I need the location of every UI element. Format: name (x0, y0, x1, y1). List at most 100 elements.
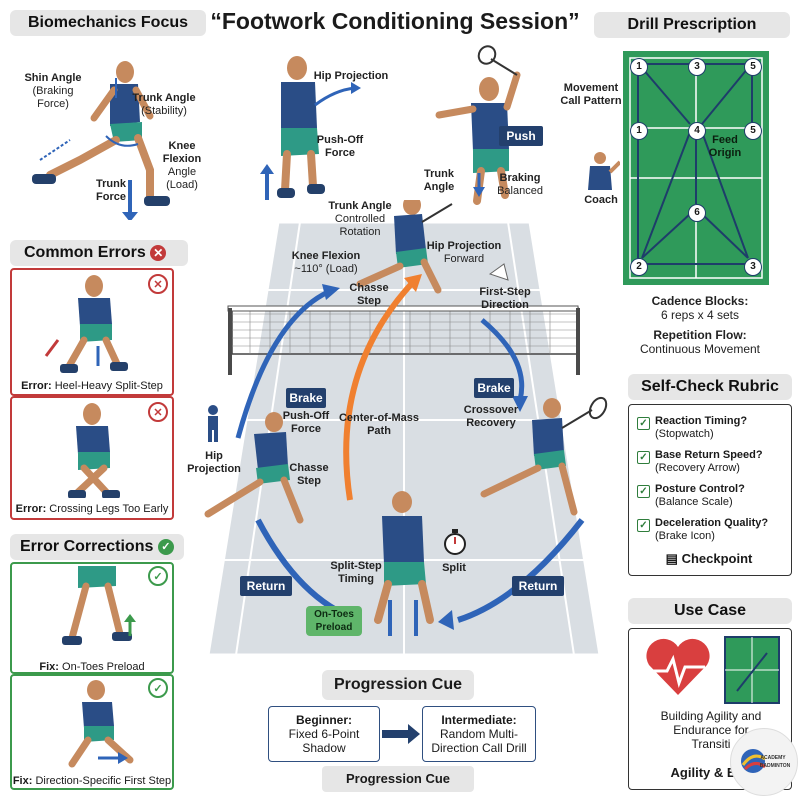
svg-text:BADMINTON: BADMINTON (760, 763, 791, 769)
rubric-q-2: Base Return Speed? (655, 449, 763, 461)
rubric-checkbox-3[interactable]: ✓ (637, 485, 650, 498)
player-shirt (110, 84, 140, 126)
drill-nodes: 1 3 5 1 4 5 6 2 3 (620, 48, 772, 288)
rubric-item-1[interactable]: ✓ Reaction Timing?(Stopwatch) (637, 415, 787, 441)
court-push-off-label: Push-Off Force (282, 410, 330, 435)
fix-2-prefix: Fix: (12, 775, 33, 787)
trunk-angle-label: Trunk Angle (132, 92, 196, 104)
fix-1-prefix: Fix: (39, 661, 59, 673)
court-player-bottom (374, 491, 434, 636)
player-head (116, 61, 134, 83)
flow-label: Repetition Flow: (653, 328, 747, 342)
drill-node-1b: 1 (630, 122, 648, 140)
rubric-sub-4: (Brake Icon) (655, 530, 715, 542)
use-case-header: Use Case (628, 598, 792, 624)
standing-person-icon (200, 404, 226, 444)
biomechanics-figure (32, 61, 170, 220)
fix-caption-1: Fix: On-Toes Preload (12, 661, 172, 673)
use-case-line-2: Endurance for (673, 723, 749, 737)
error-caption-2: Error: Crossing Legs Too Early (12, 503, 172, 515)
rubric-sub-1: (Stopwatch) (655, 428, 714, 440)
rubric-checkbox-1[interactable]: ✓ (637, 417, 650, 430)
rubric-footer-text: Checkpoint (681, 551, 753, 566)
drill-node-1: 1 (630, 58, 648, 76)
drill-node: 3 (744, 256, 762, 276)
error-x-icon: ✕ (150, 244, 167, 261)
rubric-checkbox-2[interactable]: ✓ (637, 451, 650, 464)
badminton-court (204, 200, 608, 657)
svg-text:ACADEMY: ACADEMY (760, 755, 786, 761)
fix-caption-2: Fix: Direction-Specific First Step (12, 775, 172, 787)
trunk-force-label-2: Force (96, 191, 126, 203)
rubric-checkbox-4[interactable]: ✓ (637, 519, 650, 532)
fix-check-icon-2 (148, 678, 168, 698)
drill-node: 1 (630, 120, 648, 140)
fix-2-text: Direction-Specific First Step (35, 775, 172, 787)
brake-right-badge: Brake (474, 378, 514, 398)
coach-figure (588, 152, 620, 190)
page-title: “Footwork Conditioning Session” (210, 8, 580, 34)
first-step-direction-label: First-Step Direction (479, 286, 531, 311)
controlled-label-2: Rotation (339, 226, 381, 238)
court-hip-projection-label: Hip Projection (426, 240, 502, 252)
crossover-recovery-label: Crossover Recovery (463, 404, 519, 429)
use-case-text: Building Agility and Endurance for Trans… (629, 709, 791, 751)
hip-projection-figure (260, 56, 361, 200)
progression-arrow-icon (382, 724, 420, 744)
error-1-prefix: Error: (21, 380, 52, 392)
svg-text:✕: ✕ (153, 279, 162, 291)
corrections-header: Error Corrections ✓ (10, 534, 184, 560)
return-right-badge: Return (512, 576, 564, 596)
knee-flexion-sub: Angle (Load) (166, 166, 198, 191)
center-of-mass-label: Center-of-Mass Path (338, 412, 420, 437)
drill-node: 2 (630, 256, 648, 276)
rubric-q-4: Deceleration Quality? (655, 517, 769, 529)
error-2-text: Crossing Legs Too Early (49, 503, 169, 515)
cadence-value: 6 reps x 4 sets (660, 308, 740, 322)
error-panel-2: ✕ Error: Crossing Legs Too Early (10, 396, 174, 520)
error-figure-1: ✕ (44, 274, 168, 373)
rubric-sub-2: (Recovery Arrow) (655, 462, 740, 474)
knee-flexion-label: Knee Flexion (162, 140, 202, 165)
rubric-item-3[interactable]: ✓ Posture Control?(Balance Scale) (637, 483, 787, 509)
knee-value-label: ~110° (Load) (294, 263, 358, 275)
cadence-label: Cadence Blocks: (651, 294, 749, 308)
chasse-step-left-label: Chasse Step (289, 462, 329, 487)
rubric-header: Self-Check Rubric (628, 374, 792, 400)
clipboard-icon: ▤ (665, 551, 678, 566)
drill-node: 5 (744, 56, 762, 76)
error-x-icon-1 (148, 274, 168, 294)
shuttle-icon (488, 263, 509, 281)
trunk-angle-top-label: Trunk Angle (423, 168, 455, 193)
use-case-line-1: Building Agility and (660, 709, 762, 723)
trunk-force-label-1: Trunk (96, 178, 126, 190)
push-badge: Push (499, 126, 543, 146)
biomechanics-header: Biomechanics Focus (10, 10, 206, 36)
progression-flow: Beginner: Fixed 6-Point Shadow Intermedi… (268, 706, 536, 766)
braking-label: Braking (499, 172, 541, 184)
push-off-label-2: Force (325, 147, 355, 159)
trunk-angle-sub: (Stability) (141, 105, 187, 117)
fix-panel-2: ✓ Fix: Direction-Specific First Step (10, 674, 174, 790)
coach-label: Coach (584, 194, 618, 206)
court-knee-flexion-label: Knee Flexion (291, 250, 361, 262)
rubric-q-3: Posture Control? (655, 483, 745, 495)
drill-node-3: 3 (688, 58, 706, 76)
heart-icon (646, 638, 710, 695)
split-label: Split (442, 562, 466, 574)
brake-left-badge: Brake (286, 388, 326, 408)
rubric-item-2[interactable]: ✓ Base Return Speed?(Recovery Arrow) (637, 449, 787, 475)
rubric-item-4[interactable]: ✓ Deceleration Quality?(Brake Icon) (637, 517, 787, 543)
intermediate-label: Intermediate: (441, 713, 517, 727)
drill-court (621, 49, 771, 287)
drill-node-5b: 5 (744, 122, 762, 140)
rubric-panel: ✓ Reaction Timing?(Stopwatch) ✓ Base Ret… (628, 404, 792, 576)
return-left-badge: Return (240, 576, 292, 596)
fix-panel-1: ✓ Fix: On-Toes Preload (10, 562, 174, 674)
error-panel-1: ✕ Error: Heel-Heavy Split-Step (10, 268, 174, 396)
rubric-sub-3: (Balance Scale) (655, 496, 733, 508)
drill-node-4: 4 (688, 122, 706, 140)
chasse-step-label: Chasse Step (349, 282, 389, 307)
beginner-label: Beginner: (295, 713, 352, 727)
rubric-q-1: Reaction Timing? (655, 415, 748, 427)
